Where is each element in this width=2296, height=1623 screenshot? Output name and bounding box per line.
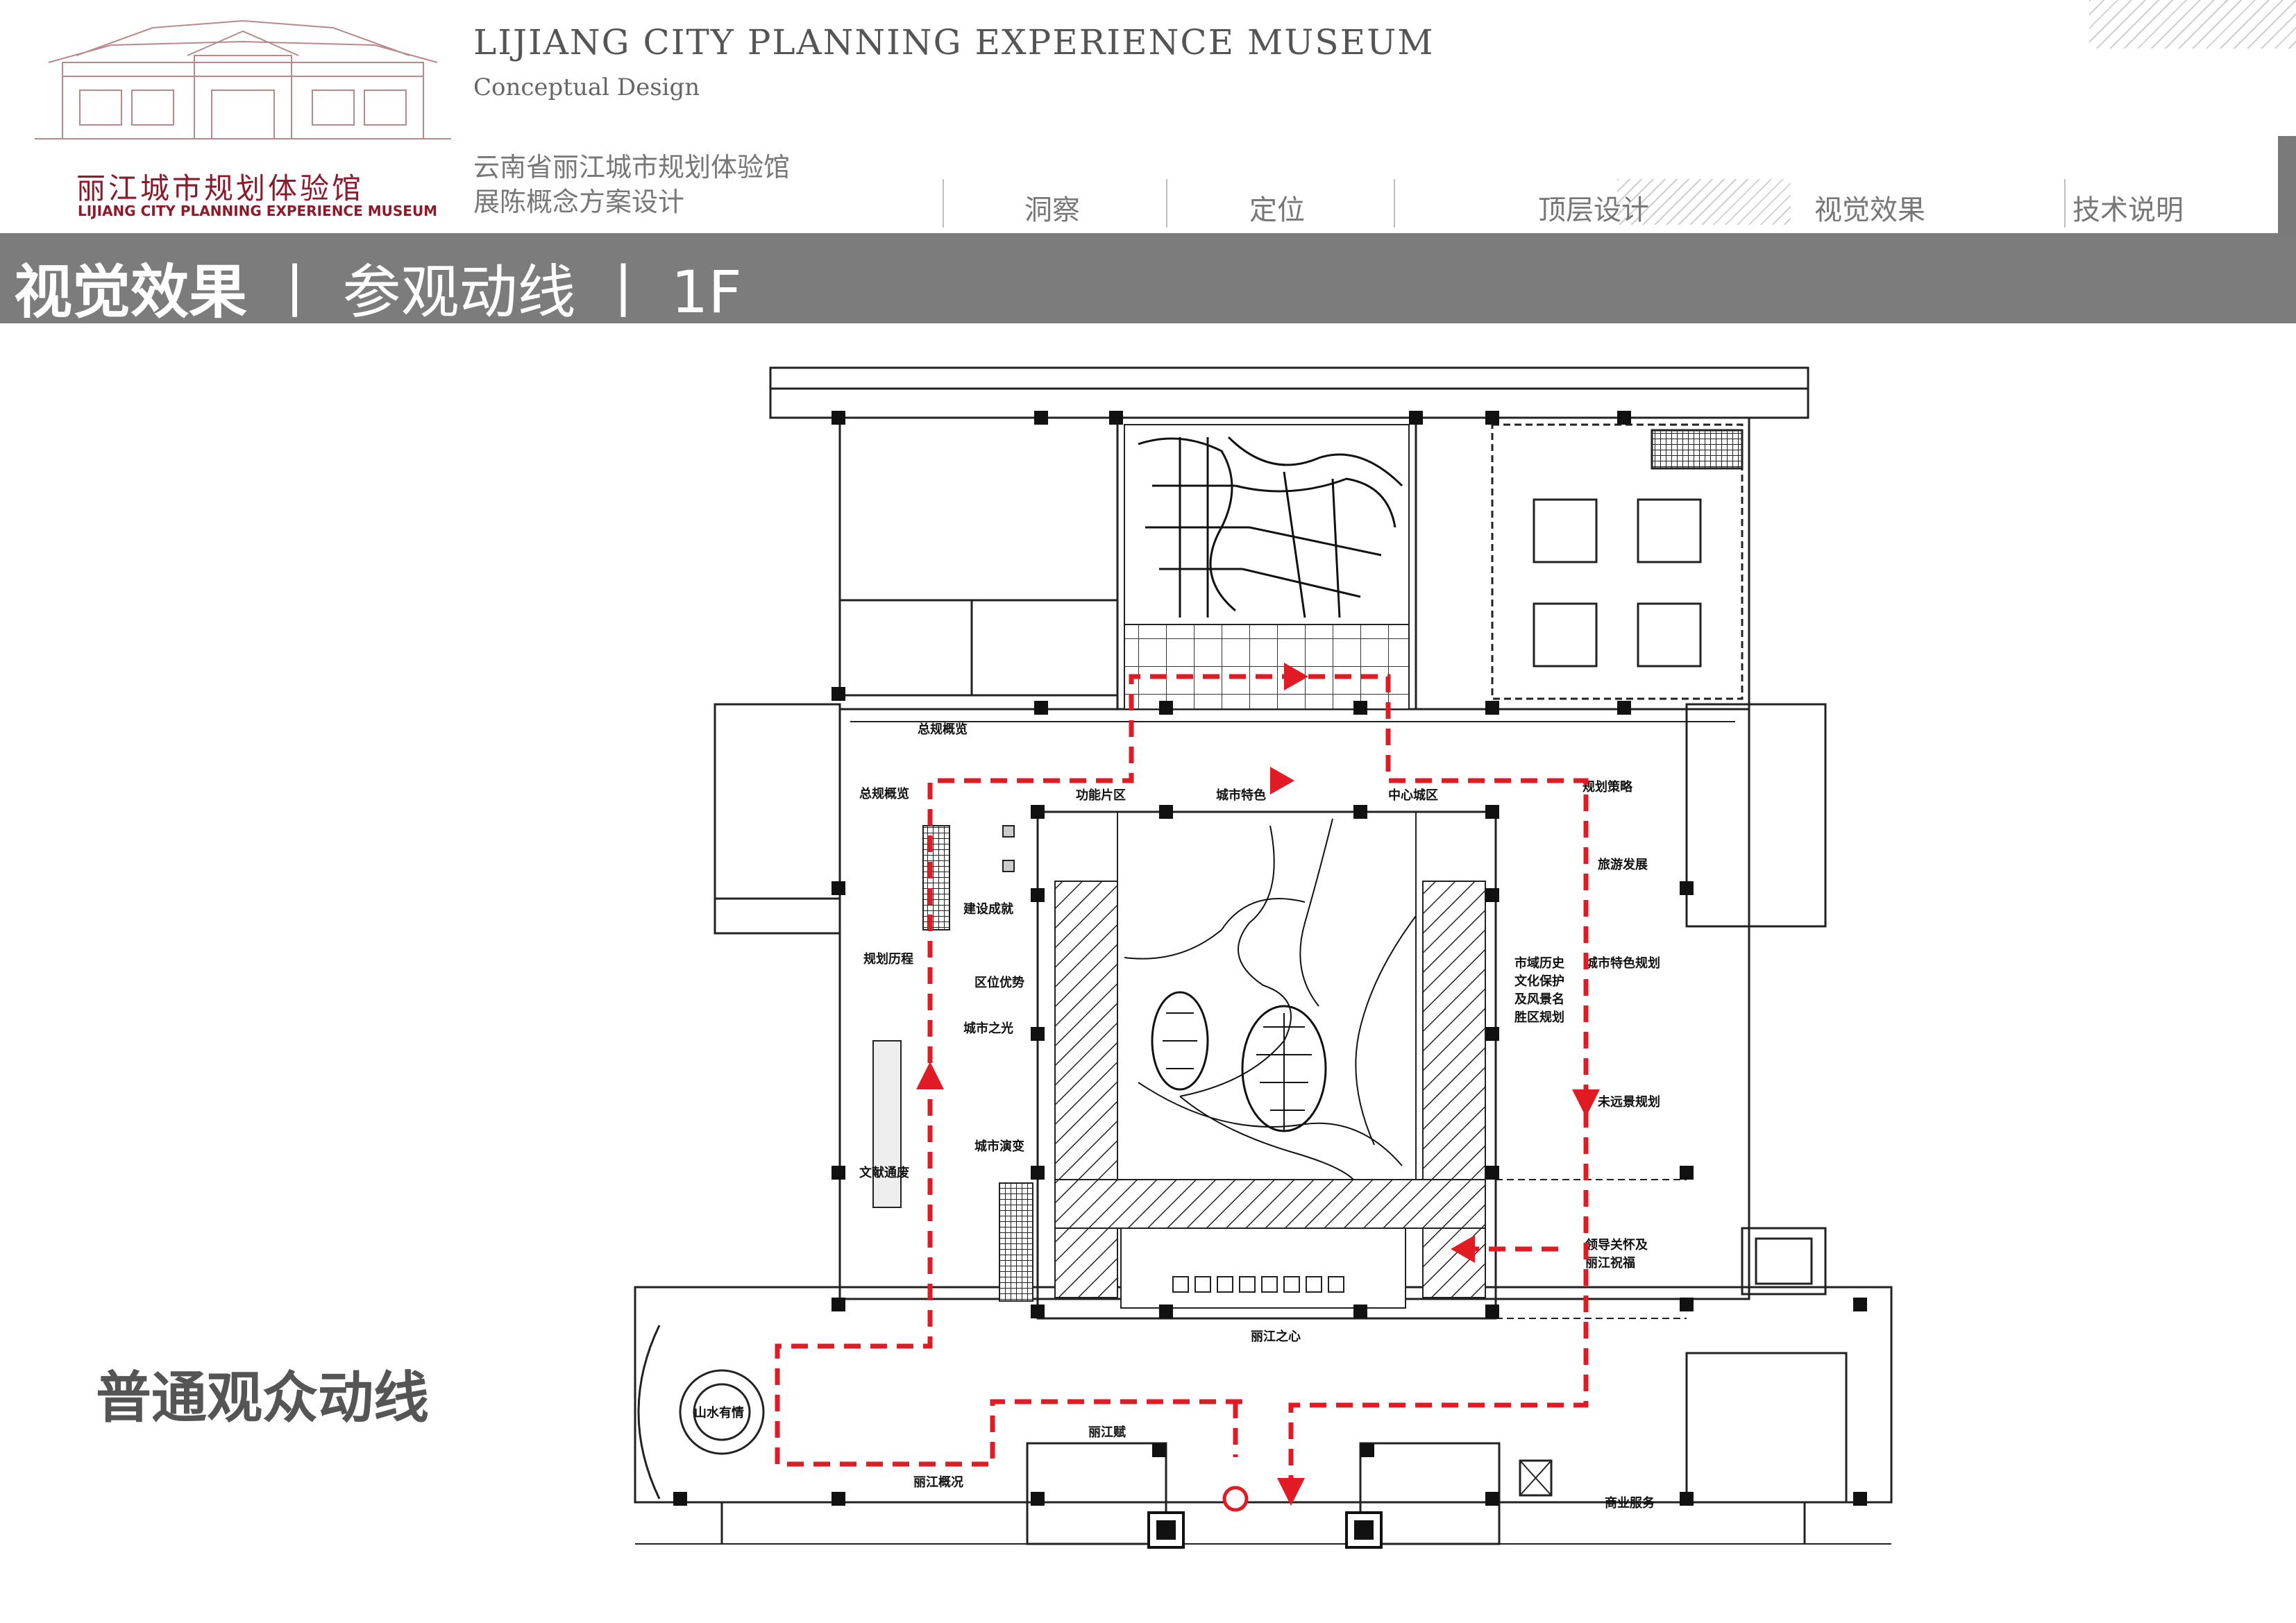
city-map-panel xyxy=(1124,424,1410,627)
nav-tab-visual-effect[interactable]: 视觉效果 xyxy=(1814,194,1925,226)
nav-tab-top-design[interactable]: 顶层设计 xyxy=(1538,194,1649,226)
section-banner xyxy=(0,233,2296,323)
banner-separator: 丨 xyxy=(265,258,324,326)
label-lijiang-gaikuang: 丽江概况 xyxy=(913,1475,963,1490)
banner-topic: 参观动线 xyxy=(342,258,576,326)
label-lingdao-1: 领导关怀及 xyxy=(1585,1237,1648,1252)
logo-chinese-name: 丽江城市规划体验馆 xyxy=(76,171,364,205)
label-shangye: 商业服务 xyxy=(1605,1495,1655,1511)
display-units xyxy=(872,825,1344,1302)
nav-tab-technical[interactable]: 技术说明 xyxy=(2073,194,2184,226)
label-zonggui-top: 总规概览 xyxy=(918,722,968,737)
label-tese-guihua: 城市特色规划 xyxy=(1585,955,1660,971)
banner-floor: 1F xyxy=(670,258,742,326)
label-wenxian: 文献通废 xyxy=(859,1165,909,1180)
hatched-wall-left xyxy=(1054,881,1118,1298)
label-lishi-4: 胜区规划 xyxy=(1514,1010,1564,1025)
central-map-lines xyxy=(1124,818,1417,1180)
hatched-wall-right xyxy=(1422,881,1486,1298)
hatched-wall-bottom xyxy=(1054,1179,1486,1229)
label-yuanjing: 未远景规划 xyxy=(1598,1094,1660,1110)
route-start-marker xyxy=(1222,1486,1249,1512)
label-chengshi-yanbian: 城市演变 xyxy=(974,1139,1024,1154)
museum-building-icon xyxy=(35,19,451,139)
label-zonggui-left: 总规概览 xyxy=(859,786,909,801)
route-arrows xyxy=(916,663,1600,1506)
label-lishi-1: 市域历史 xyxy=(1514,955,1565,971)
page-title-chinese-line2: 展陈概念方案设计 xyxy=(473,187,685,217)
banner-section: 视觉效果 xyxy=(14,258,248,326)
nav-separator xyxy=(1394,179,1395,228)
banner-separator: 丨 xyxy=(594,258,653,326)
museum-logo: 丽江城市规划体验馆 LIJIANG CITY PLANNING EXPERIEN… xyxy=(21,14,451,222)
label-lijiang-xin: 丽江之心 xyxy=(1251,1329,1301,1344)
label-zhongxin: 中心城区 xyxy=(1388,788,1438,803)
page-subtitle-english: Conceptual Design xyxy=(473,74,700,101)
nav-tab-positioning[interactable]: 定位 xyxy=(1249,194,1305,226)
label-jianshe: 建设成就 xyxy=(963,901,1013,917)
label-guihua-licheng: 规划历程 xyxy=(863,951,913,967)
entry-pillars xyxy=(1147,1511,1383,1549)
label-shanshui: 山水有情 xyxy=(694,1405,744,1420)
label-lishi-3: 及风景名 xyxy=(1514,992,1564,1007)
route-legend-label: 普通观众动线 xyxy=(96,1366,429,1430)
upper-right-rooms xyxy=(1533,429,1744,668)
label-guihua-celue: 规划策略 xyxy=(1582,779,1633,794)
columns xyxy=(673,411,1867,1506)
page-title-english: LIJIANG CITY PLANNING EXPERIENCE MUSEUM xyxy=(473,22,1435,62)
nav-tab-insight[interactable]: 洞察 xyxy=(1024,194,1080,222)
label-quwei: 区位优势 xyxy=(974,975,1024,990)
inner-stage xyxy=(1120,1227,1406,1309)
right-edge-bar xyxy=(2278,136,2296,233)
nav-hatch-decoration xyxy=(1617,179,1791,225)
corner-hatch-decoration xyxy=(2089,0,2296,49)
label-lingdao-2: 丽江祝福 xyxy=(1585,1255,1635,1271)
nav-separator xyxy=(1166,179,1167,228)
page-title-chinese-line1: 云南省丽江城市规划体验馆 xyxy=(473,152,791,182)
logo-english-name: LIJIANG CITY PLANNING EXPERIENCE MUSEUM xyxy=(78,203,438,219)
label-chengshi-tese: 城市特色 xyxy=(1216,788,1266,803)
nav-separator xyxy=(943,179,944,228)
label-chengshi-zhiguang: 城市之光 xyxy=(963,1021,1013,1036)
nav-separator xyxy=(2064,179,2066,228)
section-banner-title: 视觉效果 丨 参观动线 丨 1F xyxy=(14,246,742,330)
label-lvyou: 旅游发展 xyxy=(1598,857,1648,872)
label-gongneng: 功能片区 xyxy=(1076,788,1126,803)
grid-floor xyxy=(1124,624,1410,710)
city-map-lines xyxy=(1138,436,1403,618)
label-lijiang-fu: 丽江赋 xyxy=(1088,1425,1126,1440)
label-lishi-2: 文化保护 xyxy=(1514,974,1564,989)
